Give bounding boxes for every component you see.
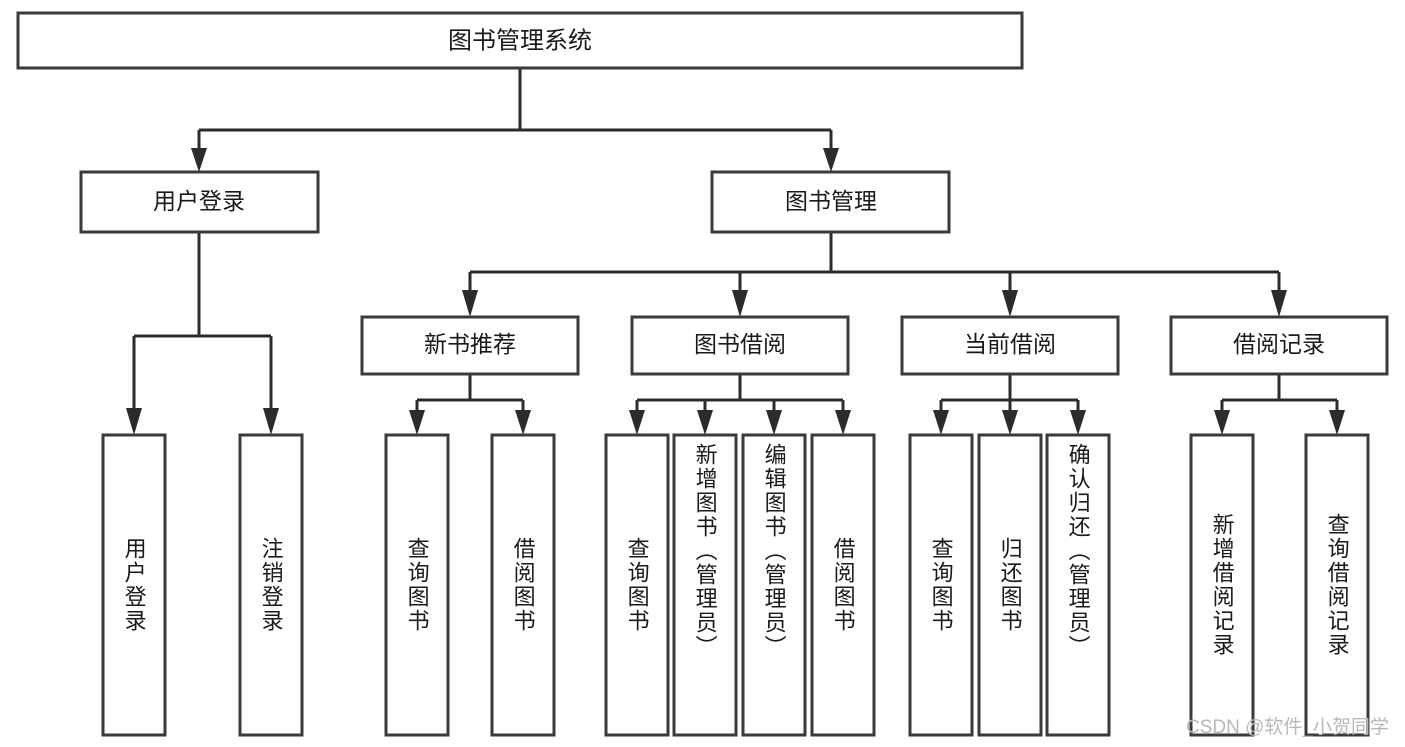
node-book-management-label: 图书管理 <box>785 188 877 214</box>
node-book-management[interactable]: 图书管理 <box>710 170 951 234</box>
leaf-currentborrow-return[interactable] <box>977 433 1043 737</box>
node-book-borrow-label: 图书借阅 <box>694 331 786 357</box>
node-root-system-label: 图书管理系统 <box>448 27 592 54</box>
leaf-borrowrecords-add[interactable] <box>1189 433 1255 737</box>
connector-bookborrow-to-leaves <box>629 374 851 435</box>
leaf-bookborrow-borrow[interactable] <box>810 433 876 737</box>
node-new-book-recommend-label: 新书推荐 <box>424 331 516 357</box>
leaf-borrowrecords-query[interactable] <box>1304 433 1370 737</box>
node-user-login[interactable]: 用户登录 <box>79 170 320 234</box>
watermark-text: CSDN @软件_小贺同学 <box>1186 717 1389 738</box>
node-new-book-recommend[interactable]: 新书推荐 <box>360 315 580 376</box>
leaf-currentborrow-confirm[interactable] <box>1045 433 1111 737</box>
leaf-newbooks-query[interactable] <box>384 433 450 737</box>
leaf-bookborrow-edit[interactable] <box>741 433 807 737</box>
leaf-newbooks-borrow[interactable] <box>490 433 556 737</box>
leaf-bookborrow-add[interactable] <box>672 433 738 737</box>
leaf-currentborrow-query[interactable] <box>908 433 974 737</box>
node-current-borrow[interactable]: 当前借阅 <box>900 315 1120 376</box>
leaf-user-login-logout[interactable] <box>238 433 304 737</box>
leaf-user-login-login[interactable] <box>101 433 167 737</box>
node-borrow-records-label: 借阅记录 <box>1233 331 1325 357</box>
node-current-borrow-label: 当前借阅 <box>964 331 1056 357</box>
connector-newbooks-to-leaves <box>409 374 531 435</box>
connector-bookmgmt-to-level3 <box>462 232 1287 317</box>
connector-userlogin-to-leaves <box>126 232 279 435</box>
connector-borrowrecords-to-leaves <box>1214 374 1345 435</box>
node-user-login-label: 用户登录 <box>153 188 245 214</box>
connector-currentborrow-to-leaves <box>933 374 1086 435</box>
connector-root-to-level2 <box>191 68 839 172</box>
node-root-system[interactable]: 图书管理系统 <box>16 11 1024 70</box>
node-book-borrow[interactable]: 图书借阅 <box>630 315 850 376</box>
leaf-bookborrow-query[interactable] <box>604 433 670 737</box>
node-borrow-records[interactable]: 借阅记录 <box>1169 315 1389 376</box>
